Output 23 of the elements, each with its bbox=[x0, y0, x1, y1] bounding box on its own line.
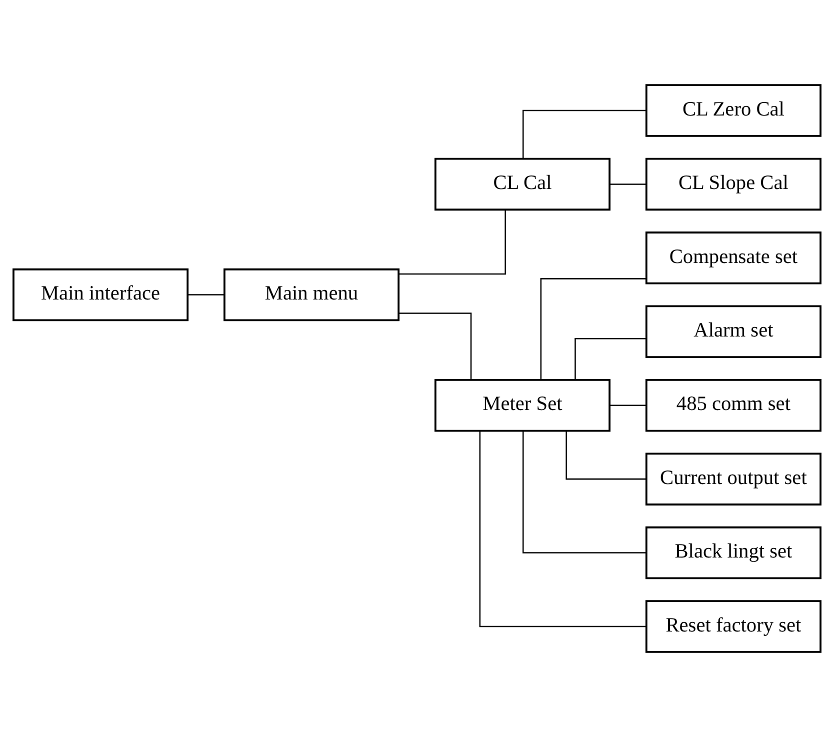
connector bbox=[610, 404, 646, 406]
connector bbox=[522, 430, 646, 553]
node-box: Main interface bbox=[12, 268, 189, 321]
connector bbox=[479, 430, 646, 627]
node-box: CL Cal bbox=[434, 157, 610, 210]
node-box: Black lingt set bbox=[645, 526, 822, 579]
node-box: Reset factory set bbox=[645, 600, 822, 652]
node-box: Main menu bbox=[224, 268, 400, 321]
node-box: Alarm set bbox=[645, 304, 822, 358]
connector bbox=[540, 278, 646, 380]
connector bbox=[398, 312, 472, 380]
connector bbox=[188, 294, 224, 295]
connector bbox=[522, 109, 646, 158]
node-box: CL Zero Cal bbox=[645, 84, 822, 136]
node-box: Current output set bbox=[645, 452, 822, 505]
node-box: Compensate set bbox=[645, 231, 822, 284]
connector bbox=[610, 183, 646, 184]
connector bbox=[398, 209, 506, 274]
node-box: Meter Set bbox=[434, 378, 610, 432]
node-box: CL Slope Cal bbox=[645, 157, 822, 210]
connector bbox=[566, 430, 646, 480]
connector bbox=[574, 338, 646, 380]
node-box: 485 comm set bbox=[645, 378, 822, 432]
